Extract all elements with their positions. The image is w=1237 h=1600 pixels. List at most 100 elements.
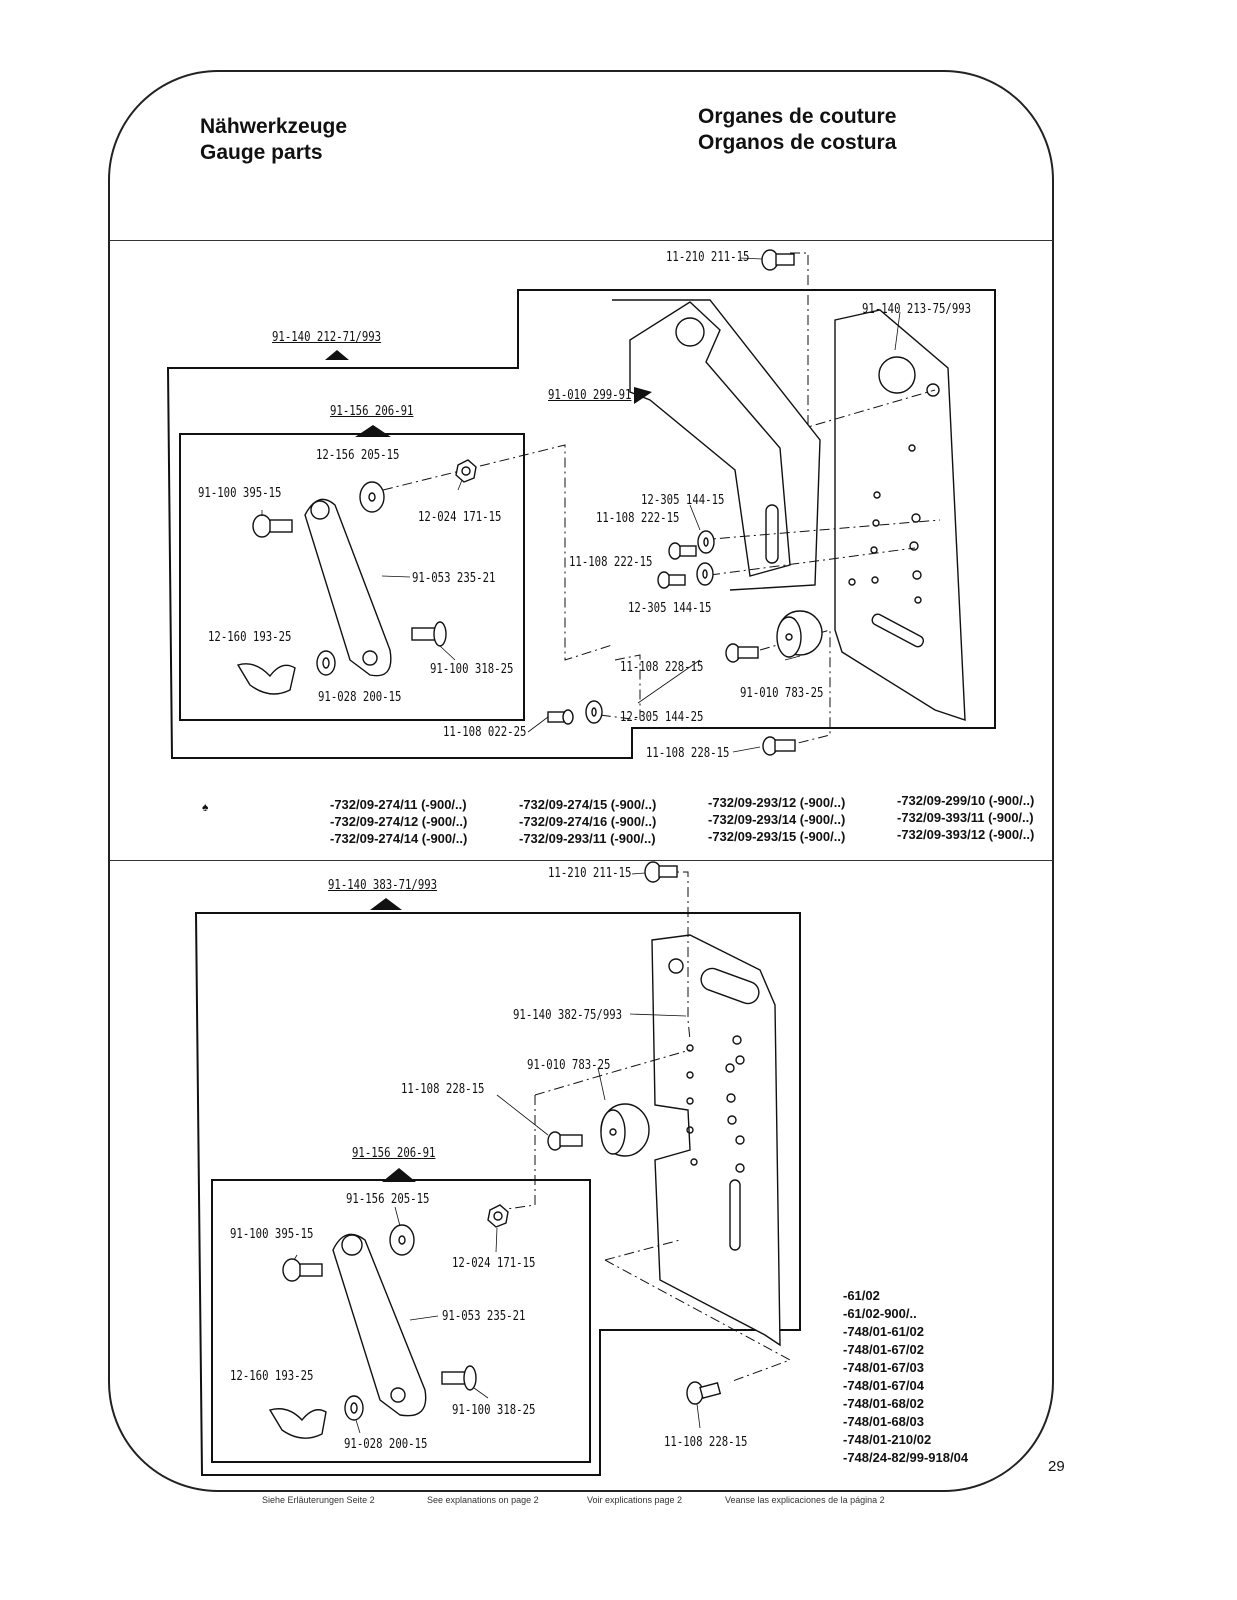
page-frame bbox=[108, 70, 1054, 1492]
model-number: -732/09-274/16 (-900/..) bbox=[519, 814, 657, 829]
assembly-label-1: 91-140 212-71/993 bbox=[272, 330, 382, 345]
part-label: 12-160 193-25 bbox=[230, 1369, 314, 1384]
model-number: -732/09-274/15 (-900/..) bbox=[519, 797, 657, 812]
part-label: 91-028 200-15 bbox=[344, 1437, 428, 1452]
model-number: -732/09-393/12 (-900/..) bbox=[897, 827, 1035, 842]
part-label: 91-053 235-21 bbox=[412, 571, 496, 586]
part-label: 11-108 228-15 bbox=[401, 1082, 485, 1097]
screw-11-108-228-c bbox=[547, 1131, 583, 1151]
part-label: 11-210 211-15 bbox=[666, 250, 750, 265]
screw-11-108-228-a bbox=[725, 643, 759, 663]
washer-12-156 bbox=[359, 481, 385, 513]
part-label: 11-108 228-15 bbox=[620, 660, 704, 675]
model-number: -732/09-293/12 (-900/..) bbox=[708, 795, 846, 810]
part-label: 12-305 144-15 bbox=[628, 601, 712, 616]
part-label: 12-305 144-15 bbox=[641, 493, 725, 508]
model-number: -732/09-393/11 (-900/..) bbox=[897, 810, 1034, 825]
model-number: -748/01-68/03 bbox=[843, 1414, 924, 1429]
lever-2 bbox=[332, 1233, 427, 1417]
washers-12-305-144 bbox=[696, 530, 715, 586]
model-number: -748/24-82/99-918/04 bbox=[843, 1450, 969, 1465]
model-number: -732/09-293/15 (-900/..) bbox=[708, 829, 846, 844]
part-label: 12-160 193-25 bbox=[208, 630, 292, 645]
subassembly-label-1: 91-156 206-91 bbox=[330, 404, 414, 419]
model-number: -748/01-67/03 bbox=[843, 1360, 924, 1375]
part-label: 91-100 318-25 bbox=[430, 662, 514, 677]
part-label: 91-156 205-15 bbox=[346, 1192, 430, 1207]
nut-12-024 bbox=[455, 459, 477, 483]
assembly-outline-1 bbox=[166, 289, 996, 759]
subassembly-marker-1 bbox=[355, 425, 391, 437]
model-number: -748/01-67/04 bbox=[843, 1378, 924, 1393]
wing-nut-12-160 bbox=[236, 663, 296, 695]
washer-91-028 bbox=[316, 650, 336, 676]
part-label: 91-100 318-25 bbox=[452, 1403, 536, 1418]
title-fr: Organes de couture bbox=[698, 105, 897, 128]
part-label: 91-100 395-15 bbox=[230, 1227, 314, 1242]
model-number: -732/09-293/14 (-900/..) bbox=[708, 812, 846, 827]
title-en: Gauge parts bbox=[200, 141, 323, 164]
part-label: 12-024 171-15 bbox=[418, 510, 502, 525]
part-label: 91-010 783-25 bbox=[740, 686, 824, 701]
screw-11-108-228-b bbox=[762, 736, 796, 756]
cylinder-91-010-783-2 bbox=[600, 1103, 650, 1157]
footer-note-en: See explanations on page 2 bbox=[427, 1495, 539, 1505]
asterisk-marker: ♠ bbox=[202, 800, 209, 814]
part-label: 11-108 022-25 bbox=[443, 725, 527, 740]
assembly-marker-2 bbox=[370, 898, 402, 910]
screw-11-108-022 bbox=[547, 709, 574, 725]
part-label: 91-053 235-21 bbox=[442, 1309, 526, 1324]
lever-1 bbox=[304, 498, 392, 677]
model-number: -748/01-68/02 bbox=[843, 1396, 924, 1411]
gauge-plate-2 bbox=[651, 934, 781, 1347]
wing-nut-12-160-2 bbox=[268, 1408, 327, 1439]
model-number: -732/09-274/11 (-900/..) bbox=[330, 797, 467, 812]
title-es: Organos de costura bbox=[698, 131, 897, 154]
title-de: Nähwerkzeuge bbox=[200, 115, 348, 138]
part-label: 11-108 228-15 bbox=[664, 1435, 748, 1450]
model-number: -61/02-900/.. bbox=[843, 1306, 917, 1321]
screw-91-100-395-2 bbox=[282, 1258, 323, 1282]
model-number: -732/09-274/12 (-900/..) bbox=[330, 814, 468, 829]
part-label: 11-108 222-15 bbox=[569, 555, 653, 570]
model-number: -732/09-299/10 (-900/..) bbox=[897, 793, 1035, 808]
screw-91-100-395 bbox=[252, 514, 293, 538]
washer-12-305-144-c bbox=[585, 700, 603, 724]
part-label: 11-108 228-15 bbox=[646, 746, 730, 761]
footer-note-fr: Voir explications page 2 bbox=[587, 1495, 683, 1505]
part-label: 11-210 211-15 bbox=[548, 866, 632, 881]
part-label: 91-028 200-15 bbox=[318, 690, 402, 705]
header-divider bbox=[109, 240, 1053, 241]
part-label: 91-140 382-75/993 bbox=[513, 1008, 623, 1023]
part-label: 12-305 144-25 bbox=[620, 710, 704, 725]
section-divider bbox=[109, 860, 1053, 861]
gauge-plate-1 bbox=[834, 309, 966, 721]
assembly-outline-2 bbox=[194, 912, 801, 1476]
subassembly-label-2: 91-156 206-91 bbox=[352, 1146, 436, 1161]
part-label: 91-010 783-25 bbox=[527, 1058, 611, 1073]
model-number: -748/01-61/02 bbox=[843, 1324, 924, 1339]
nut-12-024-2 bbox=[487, 1204, 509, 1228]
washer-91-156-205 bbox=[389, 1224, 415, 1256]
subassembly-marker-2 bbox=[382, 1168, 416, 1182]
feed-bracket bbox=[612, 299, 821, 591]
screw-11-210-211-2 bbox=[644, 861, 678, 883]
model-number: -748/01-67/02 bbox=[843, 1342, 924, 1357]
subassembly-outline-1 bbox=[179, 433, 525, 721]
screw-11-108-228-d bbox=[686, 1381, 722, 1405]
model-number: -732/09-293/11 (-900/..) bbox=[519, 831, 656, 846]
part-label: 91-100 395-15 bbox=[198, 486, 282, 501]
screws-11-108-222 bbox=[657, 542, 697, 589]
part-label: 91-010 299-91 bbox=[548, 388, 632, 403]
footer-note-es: Veanse las explicaciones de la página 2 bbox=[725, 1495, 885, 1505]
part-label: 91-140 213-75/993 bbox=[862, 302, 972, 317]
cylinder-91-010-783 bbox=[776, 610, 823, 658]
model-number: -61/02 bbox=[843, 1288, 880, 1303]
part-label: 12-024 171-15 bbox=[452, 1256, 536, 1271]
subassembly-outline-2 bbox=[211, 1179, 591, 1463]
part-label: 11-108 222-15 bbox=[596, 511, 680, 526]
footer-note-de: Siehe Erläuterungen Seite 2 bbox=[262, 1495, 375, 1505]
part-label: 12-156 205-15 bbox=[316, 448, 400, 463]
washer-91-028-2 bbox=[344, 1395, 364, 1421]
